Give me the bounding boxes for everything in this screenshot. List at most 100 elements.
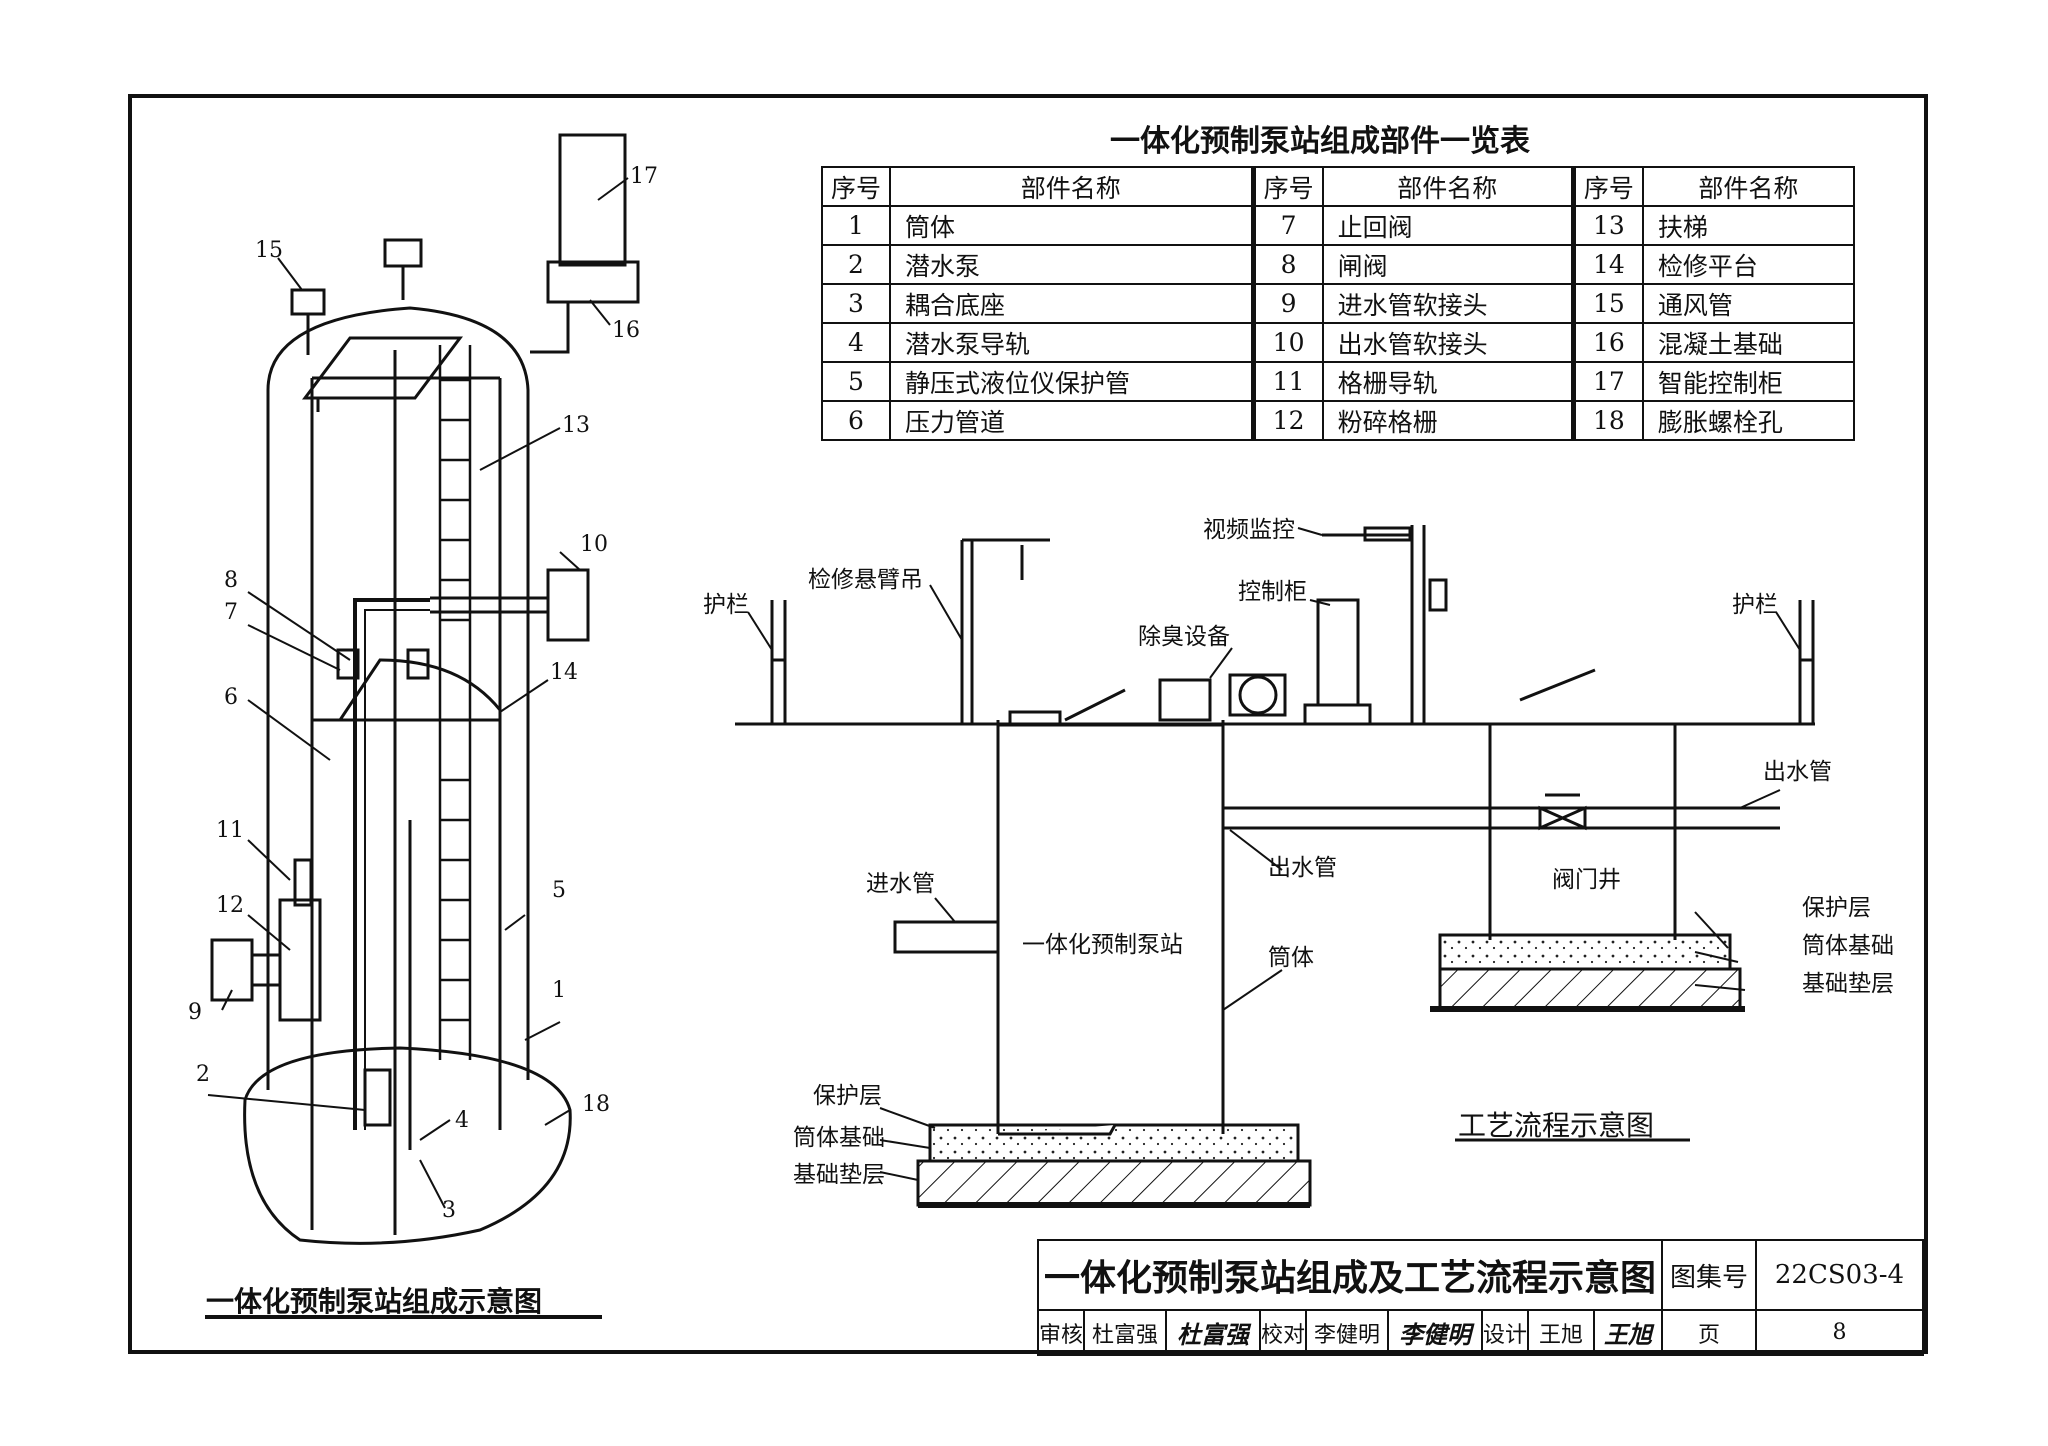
deodorization-equipment <box>1158 673 1287 722</box>
callout-17: 17 <box>630 164 658 189</box>
part-no: 6 <box>821 400 891 441</box>
crusher-grille <box>278 898 322 1022</box>
header-no: 序号 <box>1570 166 1644 207</box>
guardrail-left <box>770 600 787 724</box>
part-name: 扶梯 <box>1641 205 1856 246</box>
header-no: 序号 <box>1250 166 1324 207</box>
callout-18: 18 <box>582 1092 610 1117</box>
part-no: 9 <box>1250 283 1324 324</box>
review-label: 审核 <box>1037 1309 1085 1356</box>
callout-5: 5 <box>552 878 566 903</box>
label-cushion-left: 基础垫层 <box>793 1162 885 1188</box>
ladder <box>438 345 472 1060</box>
part-name: 耦合底座 <box>888 283 1255 324</box>
header-name: 部件名称 <box>888 166 1255 207</box>
label-guardrail-left: 护栏 <box>703 592 749 618</box>
part-no: 16 <box>1570 322 1644 363</box>
part-no: 12 <box>1250 400 1324 441</box>
part-no: 10 <box>1250 322 1324 363</box>
label-protect-right: 保护层 <box>1802 895 1871 921</box>
valve-well-foundation <box>1438 933 1732 971</box>
part-name: 混凝土基础 <box>1641 322 1856 363</box>
atlas-label: 图集号 <box>1661 1239 1757 1311</box>
part-no: 4 <box>821 322 891 363</box>
label-shell: 筒体 <box>1268 945 1314 971</box>
label-deodor: 除臭设备 <box>1138 624 1230 650</box>
process-diagram <box>735 525 1815 1208</box>
label-video: 视频监控 <box>1203 517 1295 543</box>
station-cushion <box>916 1159 1312 1207</box>
label-outlet-right: 出水管 <box>1763 759 1832 785</box>
process-diagram-title: 工艺流程示意图 <box>1458 1109 1655 1142</box>
top-hatch <box>302 336 463 400</box>
part-name: 智能控制柜 <box>1641 361 1856 402</box>
callout-10: 10 <box>580 532 608 557</box>
part-no: 17 <box>1570 361 1644 402</box>
designer-signature: 王旭 <box>1593 1309 1663 1356</box>
callout-3: 3 <box>442 1198 456 1223</box>
reviewer: 杜富强 <box>1083 1309 1167 1356</box>
page-number: 8 <box>1755 1309 1924 1356</box>
callout-13: 13 <box>562 413 590 438</box>
process-leaders <box>747 527 1801 1181</box>
part-name: 格栅导轨 <box>1321 361 1575 402</box>
callout-12: 12 <box>216 893 244 918</box>
base-flange <box>243 1046 572 1245</box>
part-name: 筒体 <box>888 205 1255 246</box>
vent-pipe-15 <box>290 288 326 316</box>
check-label: 校对 <box>1259 1309 1307 1356</box>
control-cabinet-17 <box>558 133 627 267</box>
part-name: 静压式液位仪保护管 <box>888 361 1255 402</box>
checker: 李健明 <box>1305 1309 1389 1356</box>
valve-well-cushion <box>1438 967 1742 1011</box>
reviewer-signature: 杜富强 <box>1165 1309 1261 1356</box>
part-no: 18 <box>1570 400 1644 441</box>
pump-station-composition-diagram <box>210 133 640 1245</box>
part-name: 压力管道 <box>888 400 1255 441</box>
callout-16: 16 <box>612 318 640 343</box>
drawing-frame <box>128 94 1928 1354</box>
part-no: 14 <box>1570 244 1644 285</box>
label-shell-found-left: 筒体基础 <box>793 1125 885 1151</box>
part-name: 潜水泵导轨 <box>888 322 1255 363</box>
callout-7: 7 <box>224 600 238 625</box>
guardrail-right <box>1798 600 1815 724</box>
part-no: 8 <box>1250 244 1324 285</box>
process-control-cabinet <box>1303 598 1372 726</box>
pressure-pipe <box>353 598 430 1130</box>
callout-2: 2 <box>196 1062 210 1087</box>
atlas-number: 22CS03-4 <box>1755 1239 1924 1311</box>
header-name: 部件名称 <box>1641 166 1856 207</box>
inlet-joint <box>210 938 254 1002</box>
label-station: 一体化预制泵站 <box>1022 932 1183 958</box>
callout-1: 1 <box>552 978 566 1003</box>
outlet-flex-joint <box>546 568 590 642</box>
maintenance-platform <box>337 658 502 722</box>
page-label: 页 <box>1661 1309 1757 1356</box>
label-crane: 检修悬臂吊 <box>808 567 923 593</box>
callout-9: 9 <box>188 1000 202 1025</box>
label-valve-well: 阀门井 <box>1552 867 1621 893</box>
label-shell-found-right: 筒体基础 <box>1802 933 1894 959</box>
callout-11: 11 <box>216 818 244 843</box>
checker-signature: 李健明 <box>1387 1309 1483 1356</box>
part-no: 13 <box>1570 205 1644 246</box>
title-block: 一体化预制泵站组成及工艺流程示意图 图集号 22CS03-4 审核 杜富强 杜富… <box>1037 1239 1924 1356</box>
label-cushion-right: 基础垫层 <box>1802 971 1894 997</box>
design-label: 设计 <box>1481 1309 1529 1356</box>
video-pole <box>1322 525 1448 724</box>
table-header-row: 序号 部件名称 序号 部件名称 序号 部件名称 <box>821 166 1856 207</box>
part-no: 15 <box>1570 283 1644 324</box>
part-name: 粉碎格栅 <box>1321 400 1575 441</box>
callout-15: 15 <box>255 238 283 263</box>
drawing-title: 一体化预制泵站组成及工艺流程示意图 <box>1037 1239 1663 1311</box>
vent-pipe-center <box>383 238 423 268</box>
part-no: 5 <box>821 361 891 402</box>
